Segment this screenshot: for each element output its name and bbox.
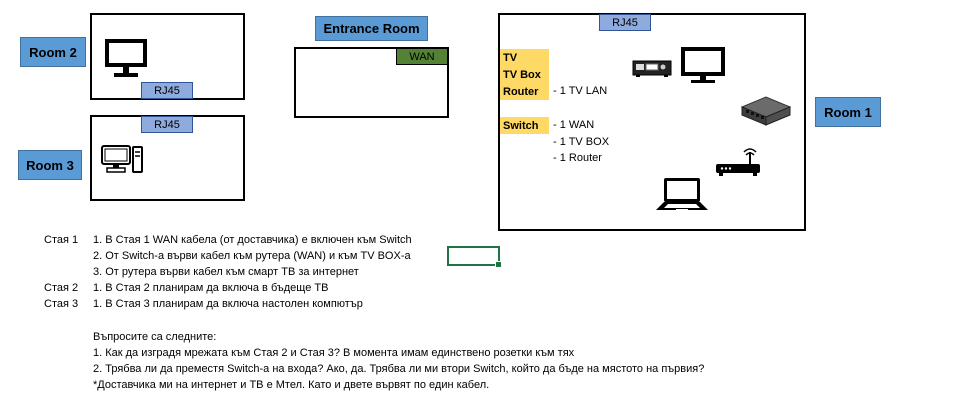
network-switch-icon — [740, 96, 792, 126]
room3-label: Room 3 — [18, 150, 82, 180]
entrance-wan-port: WAN — [396, 48, 448, 65]
note-text-2: 2. От Switch-а върви кабел към рутера (W… — [93, 250, 411, 262]
note-text-1: 1. В Стая 1 WAN кабела (от доставчика) е… — [93, 234, 412, 246]
room2-rj45-port: RJ45 — [141, 82, 193, 99]
wifi-router-icon — [716, 148, 760, 176]
question-2: 2. Трябва ли да преместя Switch-а на вхо… — [93, 363, 705, 375]
selected-cell[interactable] — [447, 246, 502, 268]
tv-box-icon — [632, 60, 672, 77]
room1-label: Room 1 — [815, 97, 881, 127]
switch-note-tvbox: - 1 TV BOX — [553, 136, 610, 148]
note-room-3: Стая 3 — [44, 298, 79, 310]
router-device-label: Router — [500, 83, 549, 100]
room1-rj45-port: RJ45 — [599, 14, 651, 31]
questions-title: Въпросите са следните: — [93, 331, 217, 343]
room3-rj45-port: RJ45 — [141, 116, 193, 133]
note-text-5: 1. В Стая 3 планирам да включа настолен … — [93, 298, 363, 310]
tv-monitor-icon — [105, 39, 147, 77]
room1-box — [498, 13, 806, 231]
router-note: - 1 TV LAN — [553, 85, 608, 97]
note-text-3: 3. От рутера върви кабел към смарт ТВ за… — [93, 266, 359, 278]
desktop-computer-icon — [101, 145, 143, 173]
smart-tv-icon — [681, 47, 725, 83]
switch-note-router: - 1 Router — [553, 152, 602, 164]
note-text-4: 1. В Стая 2 планирам да включа в бъдеще … — [93, 282, 329, 294]
note-room-2: Стая 2 — [44, 282, 79, 294]
room2-label: Room 2 — [20, 37, 86, 67]
tv-device-label: TV — [500, 49, 549, 66]
note-room-1: Стая 1 — [44, 234, 79, 246]
laptop-icon — [656, 178, 708, 211]
question-1: 1. Как да изградя мрежата към Стая 2 и С… — [93, 347, 575, 359]
provider-note: *Доставчика ми на интернет и ТВ е Мтел. … — [93, 379, 490, 391]
entrance-room-label: Entrance Room — [315, 16, 428, 41]
switch-note-wan: - 1 WAN — [553, 119, 595, 131]
tvbox-device-label: TV Box — [500, 66, 549, 83]
switch-device-label: Switch — [500, 117, 549, 134]
